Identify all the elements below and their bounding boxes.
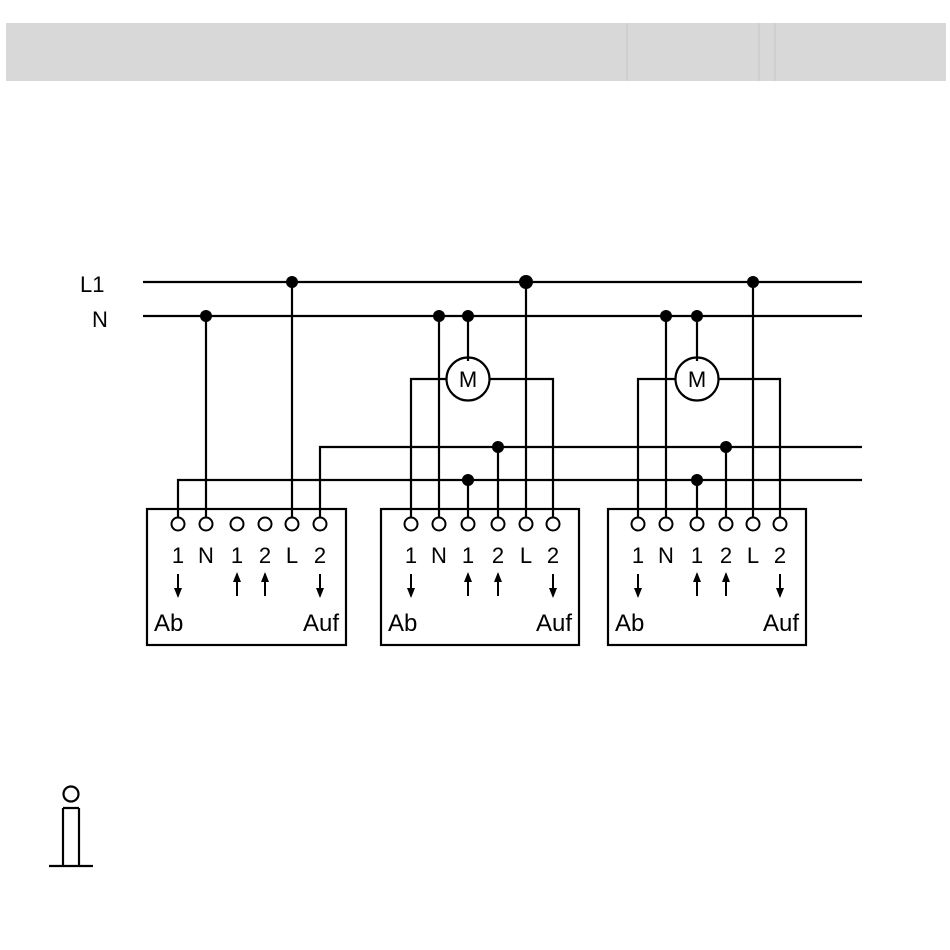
terminal-icon	[433, 518, 446, 531]
motor-label: M	[459, 367, 477, 392]
arrow-up-icon	[464, 572, 472, 596]
info-icon	[49, 787, 93, 867]
arrow-down-icon	[634, 574, 642, 598]
junction-dot	[691, 474, 703, 486]
auf-label: Auf	[763, 610, 799, 637]
terminal-label: L	[520, 543, 532, 568]
arrow-up-icon	[722, 572, 730, 596]
terminal-icon	[660, 518, 673, 531]
terminal-label: 1	[231, 543, 243, 568]
arrow-down-icon	[174, 574, 182, 598]
junction-dot	[519, 275, 533, 289]
arrow-down-icon	[316, 574, 324, 598]
junction-dot	[462, 474, 474, 486]
terminal-label: 2	[492, 543, 504, 568]
terminal-icon	[720, 518, 733, 531]
terminal-label: 1	[405, 543, 417, 568]
terminal-label: 1	[632, 543, 644, 568]
n-label: N	[92, 307, 108, 332]
terminal-icon	[314, 518, 327, 531]
arrow-down-icon	[549, 574, 557, 598]
terminal-icon	[747, 518, 760, 531]
terminal-label: N	[198, 543, 214, 568]
arrow-up-icon	[693, 572, 701, 596]
terminal-icon	[462, 518, 475, 531]
junction-dot	[747, 276, 759, 288]
motor-wire	[638, 379, 675, 518]
junction-dot	[462, 310, 474, 322]
arrow-down-icon	[776, 574, 784, 598]
arrow-up-icon	[261, 572, 269, 596]
terminal-icon	[286, 518, 299, 531]
terminal-label: L	[286, 543, 298, 568]
terminal-icon	[200, 518, 213, 531]
motor-wire	[411, 379, 447, 518]
junction-dot	[492, 441, 504, 453]
junction-dot	[691, 310, 703, 322]
terminal-label: 1	[462, 543, 474, 568]
arrow-up-icon	[233, 572, 241, 596]
terminal-label: 2	[547, 543, 559, 568]
terminal-icon	[547, 518, 560, 531]
l1-label: L1	[80, 272, 104, 297]
terminal-icon	[172, 518, 185, 531]
motor-label: M	[688, 367, 706, 392]
terminal-icon	[520, 518, 533, 531]
terminal-icon	[691, 518, 704, 531]
terminal-label: 1	[172, 543, 184, 568]
terminal-label: L	[747, 543, 759, 568]
terminal-label: 1	[691, 543, 703, 568]
junction-dot	[720, 441, 732, 453]
arrow-down-icon	[407, 574, 415, 598]
terminal-label: 2	[720, 543, 732, 568]
terminal-label: 2	[774, 543, 786, 568]
junction-dot	[286, 276, 298, 288]
terminal-icon	[632, 518, 645, 531]
ab-label: Ab	[388, 610, 417, 637]
terminal-icon	[774, 518, 787, 531]
junction-dot	[200, 310, 212, 322]
terminal-icon	[231, 518, 244, 531]
ab-label: Ab	[615, 610, 644, 637]
terminal-icon	[492, 518, 505, 531]
terminal-label: 2	[314, 543, 326, 568]
ab-label: Ab	[154, 610, 183, 637]
junction-dot	[660, 310, 672, 322]
terminal-label: 2	[259, 543, 271, 568]
control-line-down	[178, 480, 862, 518]
auf-label: Auf	[303, 610, 339, 637]
terminal-icon	[259, 518, 272, 531]
terminal-icon	[405, 518, 418, 531]
junction-dot	[433, 310, 445, 322]
terminal-label: N	[658, 543, 674, 568]
terminal-label: N	[431, 543, 447, 568]
auf-label: Auf	[536, 610, 572, 637]
arrow-up-icon	[494, 572, 502, 596]
